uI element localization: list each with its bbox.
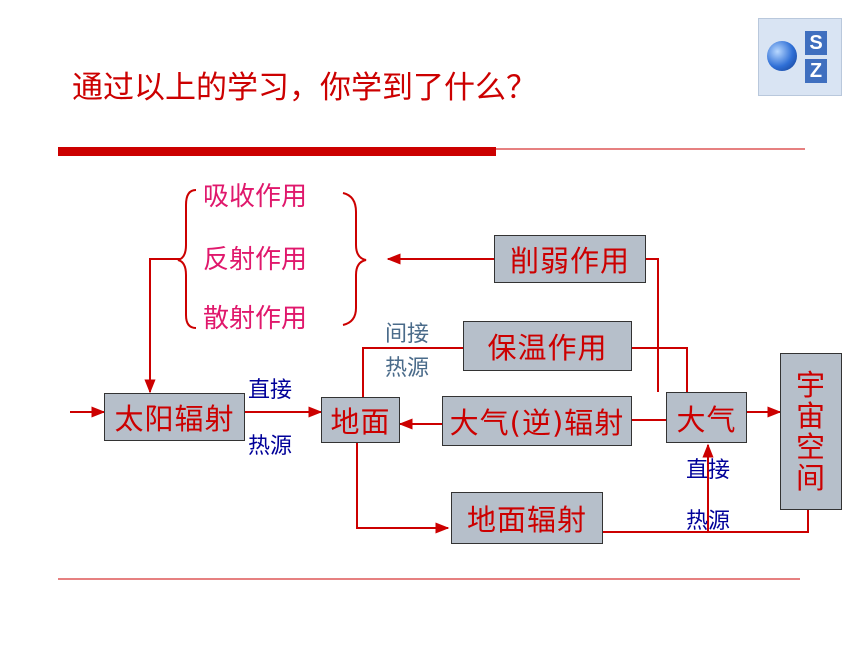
- school-logo: S Z: [758, 18, 842, 96]
- space-char-3: 空: [795, 429, 826, 464]
- logo-letter-s: S: [805, 31, 827, 55]
- effects-brace: [177, 189, 197, 329]
- line-ground-to-ground-radiation: [356, 436, 450, 534]
- box-atmosphere: 大气: [666, 392, 747, 443]
- box-weakening-effect: 削弱作用: [494, 235, 646, 283]
- label-heat-source-2: 热源: [686, 509, 731, 534]
- line-insulation-to-ground: [362, 347, 463, 397]
- label-heat-source: 热源: [248, 434, 293, 459]
- line-insulation-right: [632, 347, 688, 392]
- box-ground-radiation: 地面辐射: [451, 492, 603, 544]
- label-direct-2: 直接: [686, 458, 731, 483]
- effect-absorption: 吸收作用: [203, 182, 308, 212]
- label-direct: 直接: [248, 378, 293, 403]
- space-char-4: 间: [795, 460, 826, 495]
- box-insulation-effect: 保温作用: [463, 321, 632, 371]
- line-solar-to-effects: [149, 258, 180, 392]
- label-indirect: 间接: [385, 322, 430, 347]
- effect-reflection: 反射作用: [203, 245, 308, 275]
- logo-letter-z: Z: [805, 59, 827, 83]
- box-ground: 地面: [321, 397, 400, 443]
- box-solar-radiation: 太阳辐射: [104, 393, 245, 441]
- line-weakening-to-atmosphere: [646, 258, 659, 392]
- box-atmospheric-counter-radiation: 大气(逆)辐射: [442, 396, 632, 446]
- label-heat-source-indirect: 热源: [385, 356, 430, 381]
- line-ground-radiation-to-space: [603, 510, 809, 533]
- space-char-1: 宇: [795, 367, 826, 402]
- title-underline-bar: [58, 147, 496, 156]
- space-char-2: 宙: [795, 398, 826, 433]
- effects-brace-right: [342, 192, 367, 326]
- box-space: 宇 宙 空 间: [780, 353, 842, 510]
- globe-icon: [767, 41, 797, 71]
- effect-scattering: 散射作用: [203, 304, 308, 334]
- slide-title: 通过以上的学习，你学到了什么？: [72, 70, 537, 106]
